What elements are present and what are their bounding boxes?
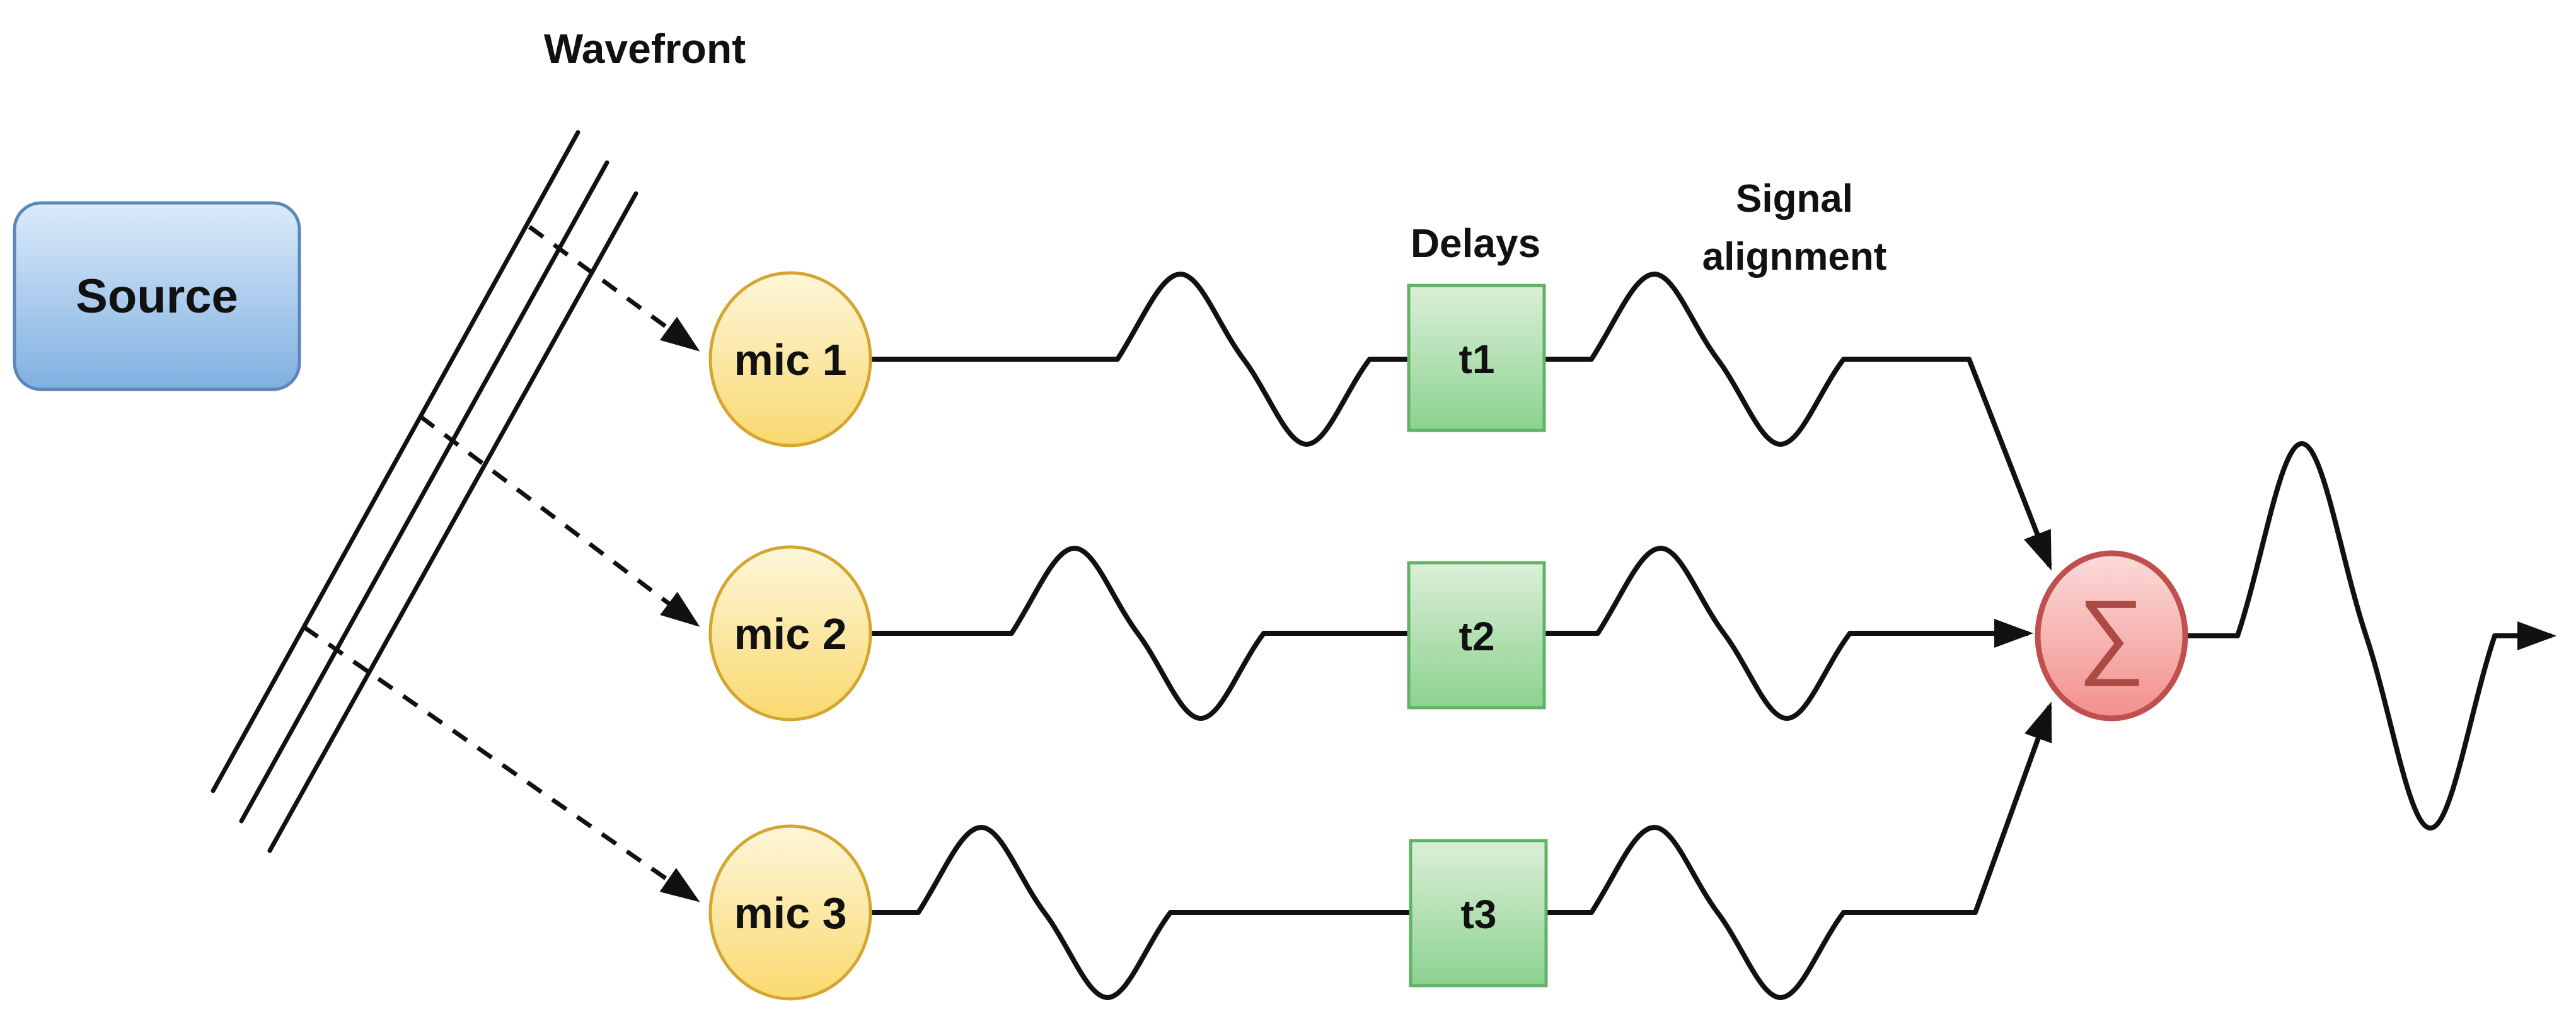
delay-t1-label: t1: [1459, 337, 1495, 382]
mic2-label: mic 2: [734, 609, 847, 659]
wavefront-label: Wavefront: [544, 25, 746, 72]
wire-mic3-to-t3: [869, 825, 1410, 1000]
wire-mic1-to-t1: [871, 272, 1410, 447]
signal-alignment-line1: Signal: [1736, 177, 1853, 221]
wavefront-line-1: [211, 130, 580, 793]
wire-t3-to-summer: [1546, 701, 2052, 1000]
dashed-arrow-to-mic2: [419, 415, 700, 627]
wire-t2-to-summer: [1542, 546, 2033, 721]
summer-node: ∑: [2035, 550, 2188, 722]
signal-alignment-line2: alignment: [1702, 235, 1887, 279]
dashed-arrow-to-mic1: [528, 225, 700, 352]
mic1-label: mic 1: [734, 335, 847, 384]
source-node: Source: [13, 201, 301, 391]
mic2-circle: [708, 545, 872, 722]
delay-t2-node: t2: [1407, 561, 1546, 710]
source-box: [13, 201, 301, 391]
mic1-node: mic 1: [708, 271, 872, 447]
dashed-arrow-to-mic3: [303, 625, 700, 902]
propagation-arrows: [303, 225, 700, 902]
wire-summer-output: [2186, 441, 2556, 831]
delay-t3-label: t3: [1461, 892, 1497, 937]
delay-t3-node: t3: [1409, 839, 1548, 987]
mic2-node: mic 2: [708, 545, 872, 722]
mic3-circle: [708, 824, 872, 1001]
delays-title: Delays: [1411, 221, 1540, 266]
delay-t2-label: t2: [1459, 614, 1495, 659]
sigma-symbol: ∑: [2078, 580, 2146, 686]
delay-t3-box: [1409, 839, 1548, 987]
mic1-circle: [708, 271, 872, 447]
wavefront-line-3: [267, 191, 638, 853]
delay-t2-box: [1407, 561, 1546, 710]
mic3-node: mic 3: [708, 824, 872, 1001]
wavefront-line-2: [239, 160, 609, 824]
source-label: Source: [76, 270, 238, 323]
wire-t1-to-summer: [1544, 272, 2052, 571]
signal-alignment-label: Signal alignment: [1702, 177, 1887, 279]
wire-mic2-to-t2: [870, 546, 1410, 721]
wavefront-lines: [211, 130, 638, 853]
delay-t1-box: [1407, 284, 1546, 432]
delay-t1-node: t1: [1407, 284, 1546, 432]
summer-circle: [2035, 550, 2188, 722]
mic3-label: mic 3: [734, 889, 847, 938]
